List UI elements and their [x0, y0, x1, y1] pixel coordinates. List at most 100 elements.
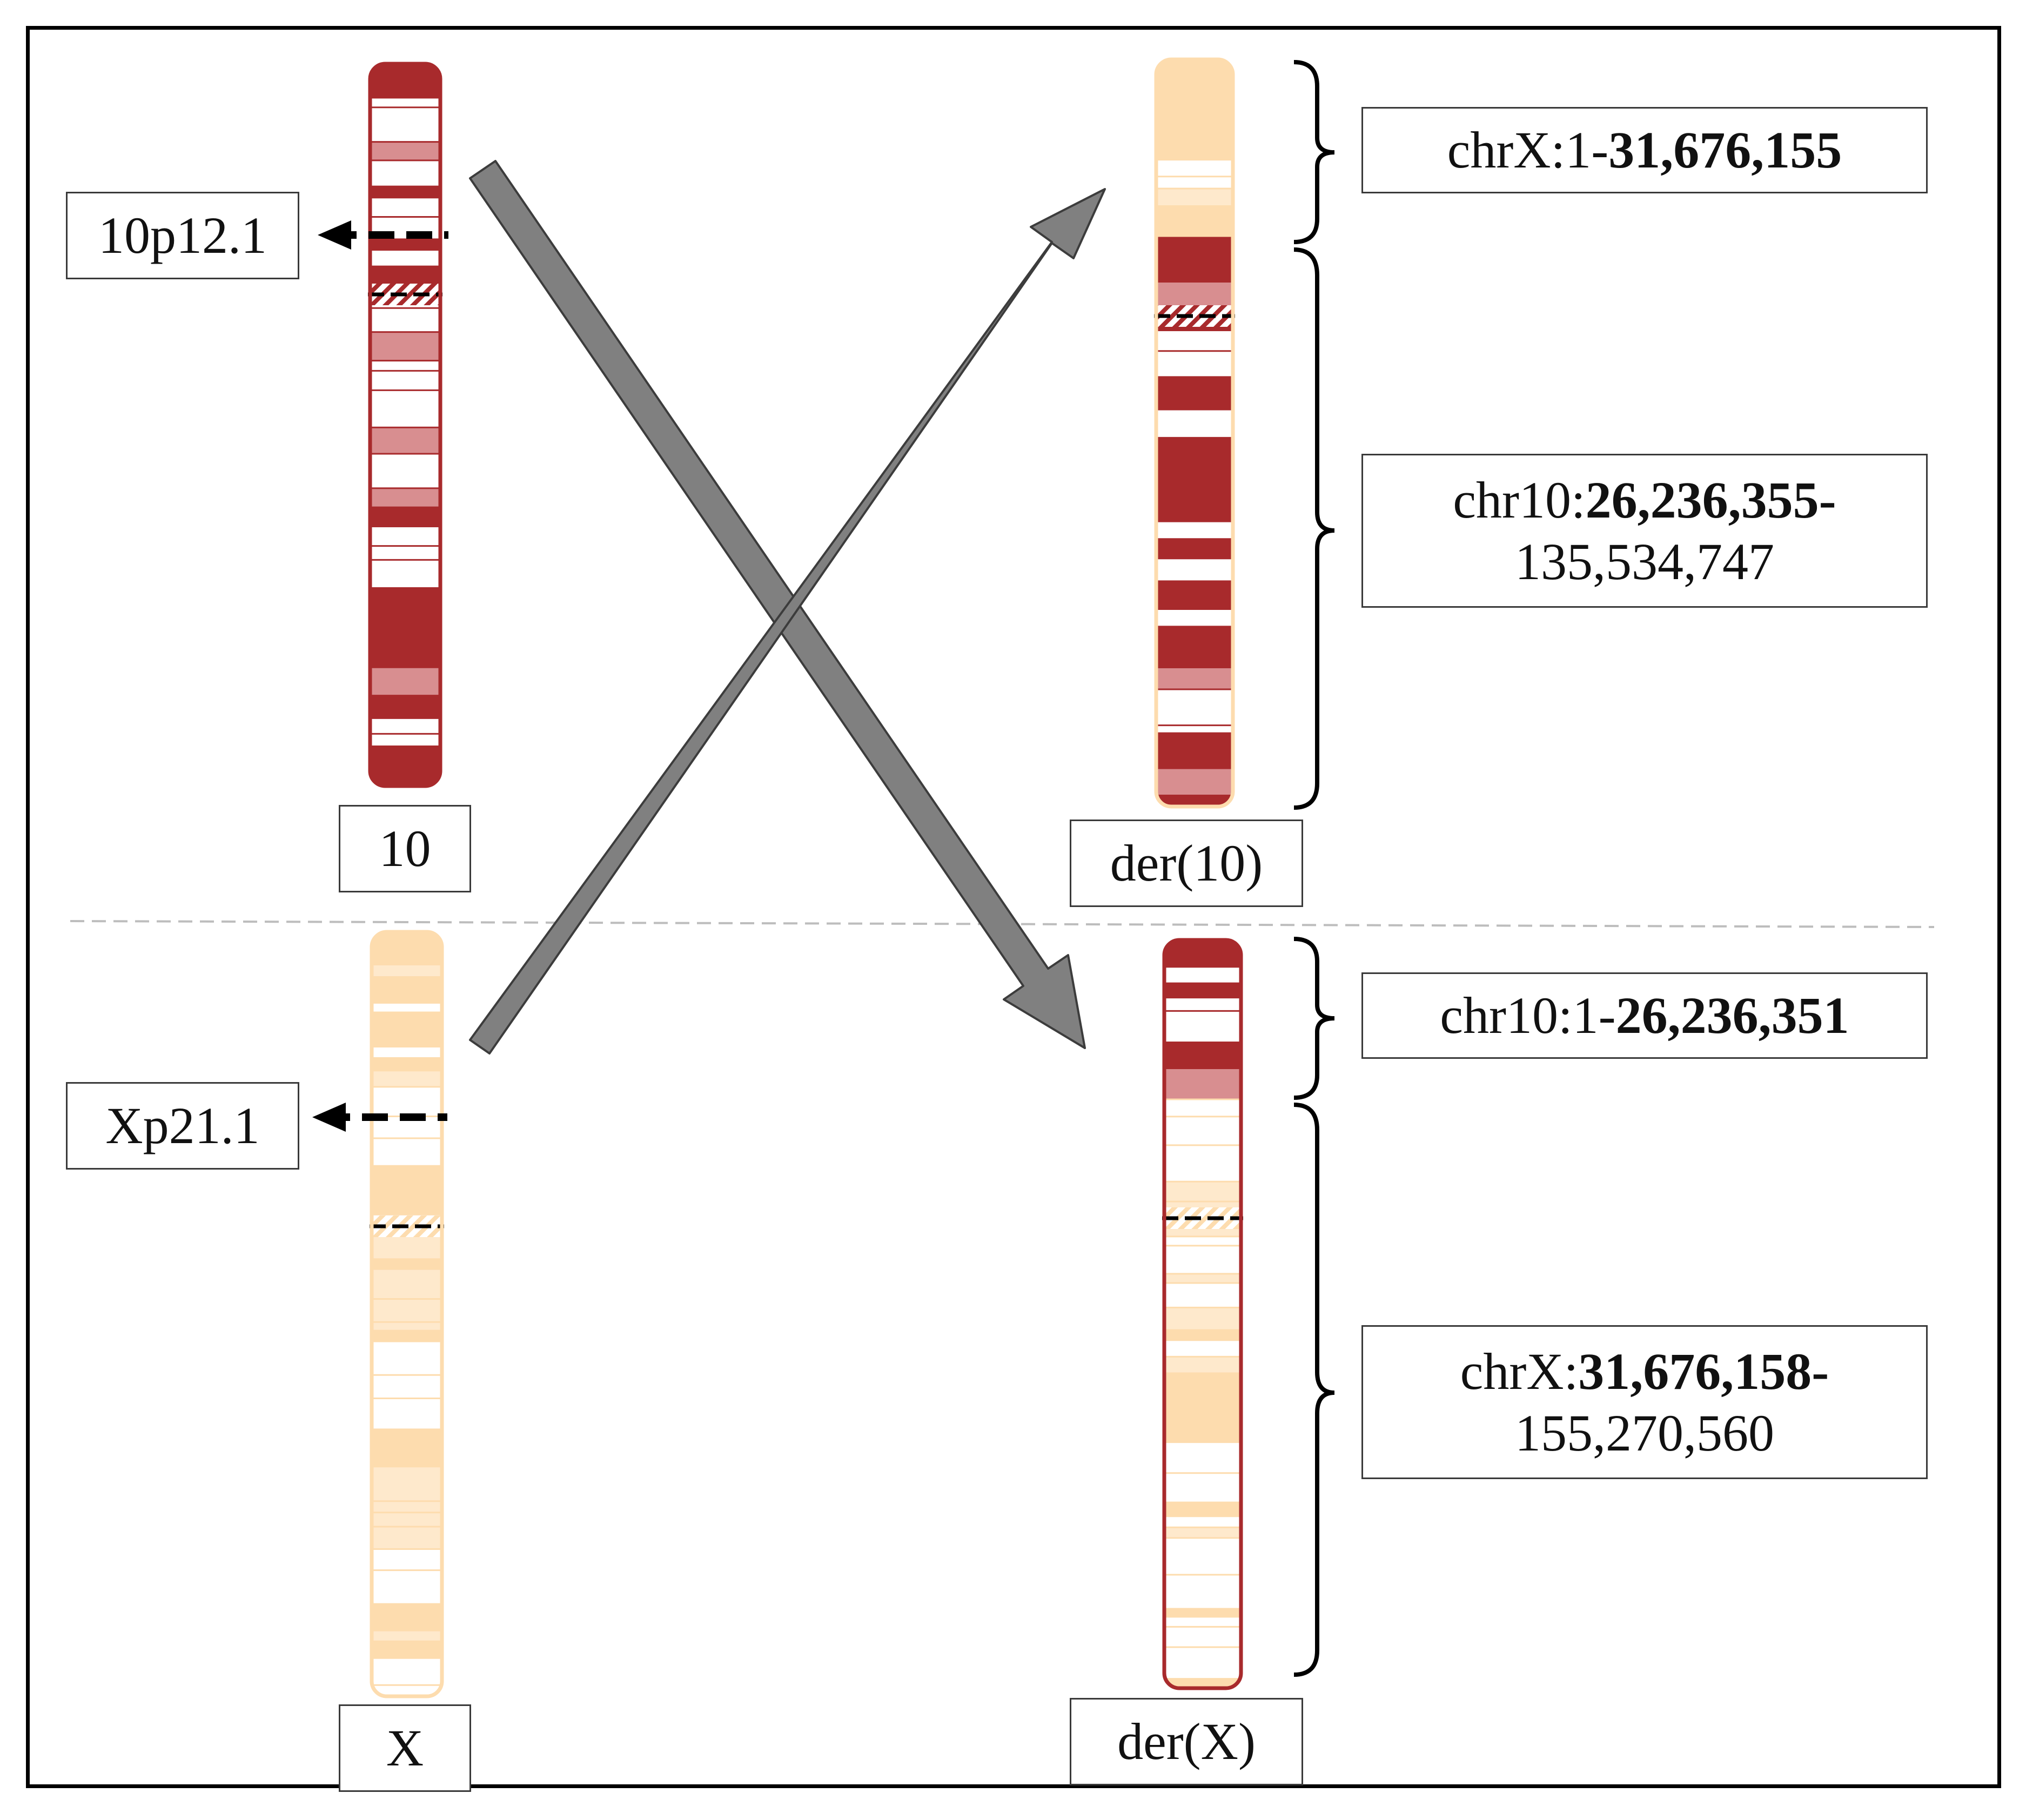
chromosome-name-10: 10: [339, 805, 471, 892]
derx-band: [1164, 1099, 1241, 1117]
derx-band: [1164, 1473, 1241, 1503]
der10-band: [1156, 609, 1233, 627]
chr10-band: [370, 160, 440, 187]
der10-band: [1156, 795, 1233, 807]
derx-band: [1164, 1627, 1241, 1648]
der10-band: [1156, 409, 1233, 438]
derx-band: [1164, 1236, 1241, 1246]
chr10-band: [370, 507, 440, 527]
der10-band: [1156, 206, 1233, 238]
chrx-band: [372, 1003, 442, 1013]
chrx-band: [372, 1299, 442, 1322]
chrx-band: [372, 1341, 442, 1375]
chrx-band: [372, 964, 442, 977]
chrx-band: [372, 1058, 442, 1071]
chromosome-name-der10: der(10): [1070, 820, 1303, 907]
der10-band: [1156, 249, 1233, 282]
chr10-band: [370, 107, 440, 142]
breakpoint-label-10p12: 10p12.1: [66, 192, 299, 279]
chrx-band: [372, 1046, 442, 1058]
chrx-band: [372, 932, 442, 965]
derx-band: [1164, 997, 1241, 1011]
derx-band: [1164, 1011, 1241, 1043]
der10-band: [1156, 377, 1233, 410]
chrx-band: [372, 1331, 442, 1342]
chrx-band: [372, 1512, 442, 1527]
chr10-band: [370, 718, 440, 734]
segment-label-derx-bottom: chrX:31,676,158- 155,270,560: [1361, 1325, 1928, 1479]
der10-band: [1156, 351, 1233, 377]
chrx-band: [372, 1322, 442, 1331]
chrx-band: [372, 1375, 442, 1399]
derx-band: [1164, 1340, 1241, 1357]
chrx-band: [372, 1398, 442, 1429]
derx-band: [1164, 1181, 1241, 1202]
figure-frame: [26, 26, 2001, 1788]
der10-ideogram: [1154, 57, 1235, 809]
chr10-band: [370, 488, 440, 508]
derx-ideogram: [1162, 938, 1243, 1690]
segment-label-derx-top: chr10:1-26,236,351: [1361, 972, 1928, 1059]
chrx-band: [372, 1269, 442, 1299]
chr10-band: [370, 371, 440, 391]
der10-band: [1156, 581, 1233, 609]
chr10-band: [370, 695, 440, 718]
chr10-band: [370, 602, 440, 634]
chrx-band: [372, 1197, 442, 1215]
derx-band: [1164, 1356, 1241, 1373]
derx-band: [1164, 1330, 1241, 1340]
chrx-band: [372, 1138, 442, 1166]
chr10-band: [370, 526, 440, 546]
der10-band: [1156, 486, 1233, 522]
derx-band: [1164, 1068, 1241, 1099]
der10-band: [1156, 159, 1233, 177]
chr10-band: [370, 266, 440, 275]
chr10-band: [370, 250, 440, 267]
derx-band: [1164, 1678, 1241, 1688]
der10-band: [1156, 188, 1233, 206]
derx-band: [1164, 1537, 1241, 1575]
chr10-band: [370, 634, 440, 668]
der10-band: [1156, 59, 1233, 80]
chrx-band: [372, 1070, 442, 1087]
arrow-10p-to-derx-icon: [469, 160, 1086, 1049]
chrx-band: [372, 1429, 442, 1467]
chrx-band: [372, 1658, 442, 1685]
chr10-band: [370, 588, 440, 602]
der10-band: [1156, 725, 1233, 734]
chrx-band: [372, 1012, 442, 1047]
brace-der10-bottom: [1293, 247, 1335, 810]
chr10-band: [370, 308, 440, 332]
chr10-band: [370, 734, 440, 747]
breakpoint-xp21-pointer-icon: [312, 1103, 447, 1132]
chr10-band: [370, 667, 440, 696]
derx-band: [1164, 1283, 1241, 1308]
der10-band: [1156, 80, 1233, 110]
chr10-band: [370, 746, 440, 773]
chromosome-x-ideogram: [370, 930, 444, 1698]
derx-band: [1164, 1145, 1241, 1182]
der10-band: [1156, 558, 1233, 581]
chr10-band: [370, 97, 440, 108]
chr10-band: [370, 186, 440, 198]
derx-band: [1164, 1502, 1241, 1516]
chrx-band: [372, 1685, 442, 1696]
der10-band: [1156, 733, 1233, 746]
brace-derx-bottom: [1293, 1103, 1335, 1677]
chr10-band: [370, 360, 440, 371]
chrx-band: [372, 1259, 442, 1270]
chromosome-10-ideogram: [368, 62, 442, 788]
chrx-band: [372, 1604, 442, 1631]
chrx-band: [372, 1233, 442, 1259]
derx-band: [1164, 1608, 1241, 1617]
der10-band: [1156, 539, 1233, 559]
derx-band: [1164, 1516, 1241, 1528]
chrx-band: [372, 1466, 442, 1501]
chr10-band: [370, 453, 440, 488]
segment-label-der10-bottom: chr10:26,236,355- 135,534,747: [1361, 454, 1928, 608]
derx-band: [1164, 940, 1241, 967]
chrx-band: [372, 1527, 442, 1549]
derx-band: [1164, 1616, 1241, 1627]
der10-band: [1156, 438, 1233, 468]
